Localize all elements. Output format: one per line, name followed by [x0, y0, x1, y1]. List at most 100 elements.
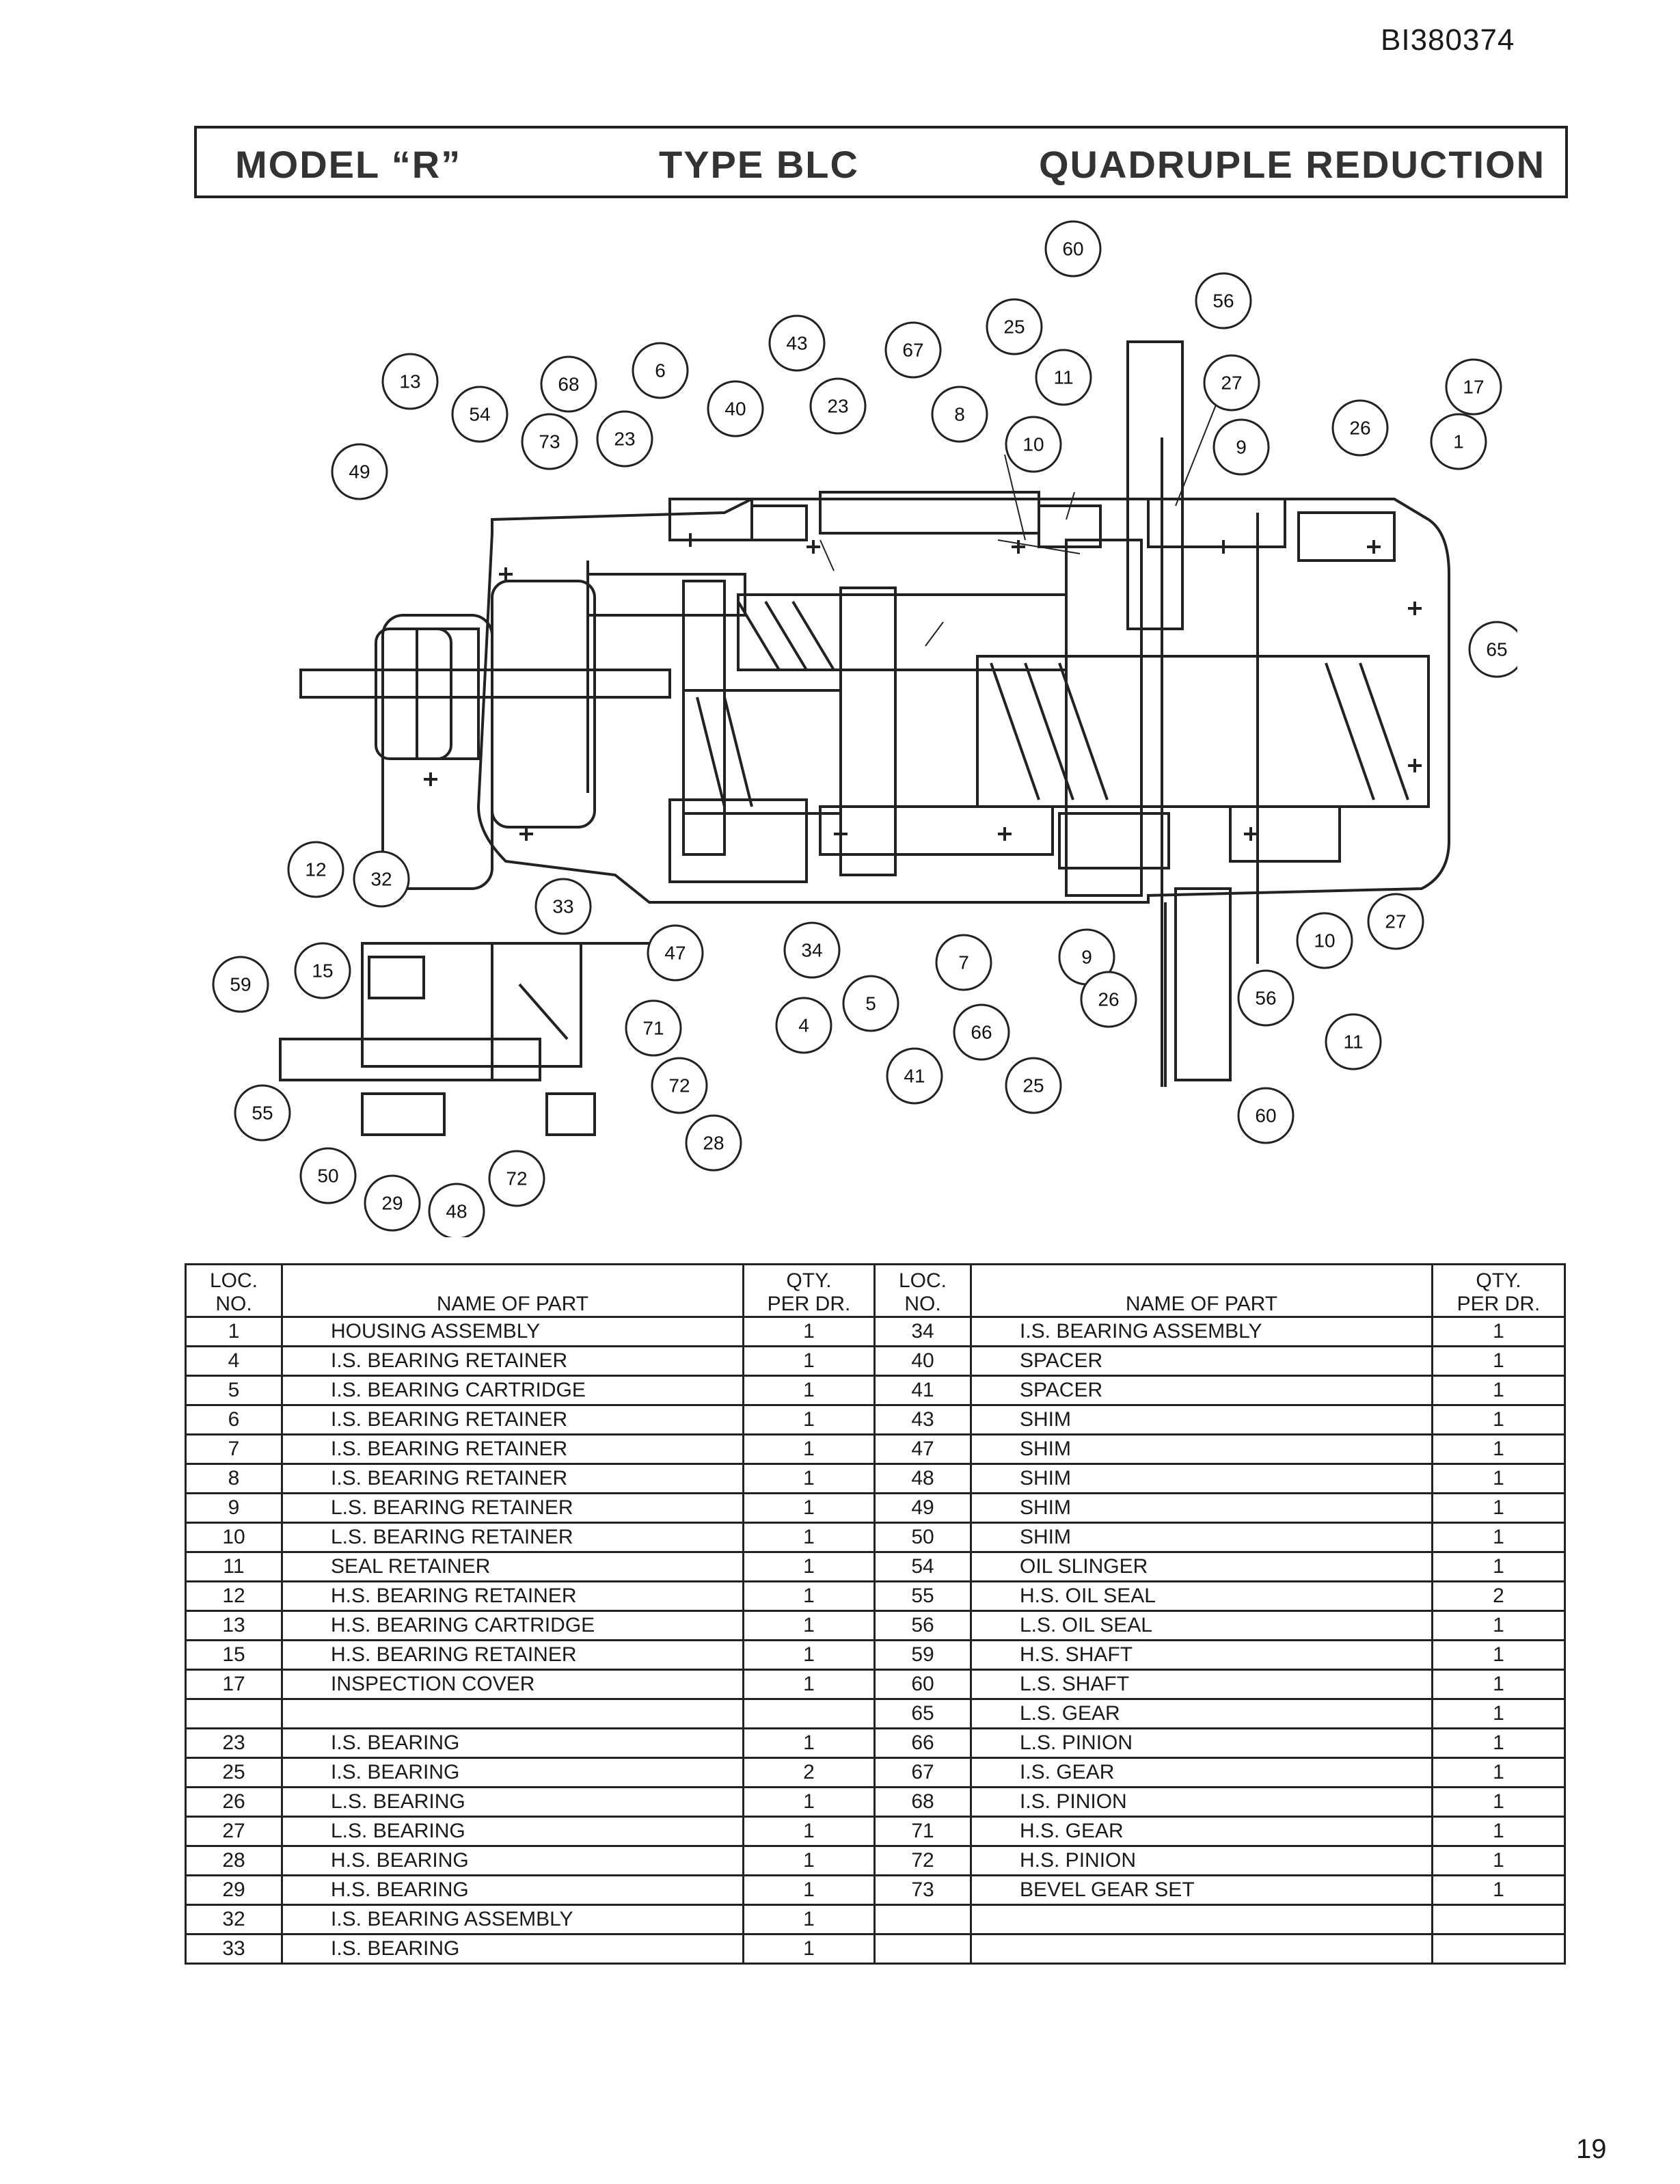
title-reduction: QUADRUPLE REDUCTION — [1039, 143, 1546, 186]
part-name-cell: H.S. OIL SEAL — [970, 1580, 1433, 1612]
loc-cell: 72 — [873, 1845, 972, 1876]
callout-circle — [935, 934, 992, 991]
callout-label: 56 — [1255, 988, 1276, 1009]
part-name-cell: I.S. GEAR — [970, 1757, 1433, 1788]
callout-59: 59 — [212, 956, 269, 1013]
callout-circle — [1005, 1057, 1062, 1114]
callout-12: 12 — [287, 841, 344, 898]
callout-label: 25 — [1022, 1075, 1044, 1096]
callout-circle — [1430, 413, 1487, 470]
callout-circle — [632, 342, 689, 399]
callout-label: 12 — [305, 859, 326, 880]
header-loc-left: LOC.NO. — [185, 1263, 283, 1318]
loc-cell: 55 — [873, 1580, 972, 1612]
callout-label: 15 — [312, 960, 333, 982]
qty-cell: 1 — [1431, 1316, 1566, 1347]
callout-circle — [1325, 1013, 1382, 1070]
part-name-cell: SPACER — [970, 1375, 1433, 1406]
callout-label: 4 — [798, 1015, 809, 1036]
loc-cell: 5 — [185, 1375, 283, 1406]
callout-label: 33 — [552, 896, 573, 917]
callout-label: 23 — [614, 429, 635, 450]
part-name-cell: I.S. BEARING — [281, 1933, 744, 1965]
callout-label: 17 — [1463, 377, 1484, 398]
header-name-right: NAME OF PART — [970, 1263, 1433, 1318]
qty-cell: 1 — [742, 1551, 876, 1582]
loc-cell: 33 — [185, 1933, 283, 1965]
callout-label: 59 — [230, 974, 251, 995]
qty-cell: 1 — [742, 1463, 876, 1494]
callout-label: 54 — [469, 404, 490, 425]
part-name-cell: I.S. BEARING RETAINER — [281, 1404, 744, 1435]
part-name-cell: SHIM — [970, 1463, 1433, 1494]
callout-47: 47 — [647, 924, 704, 982]
part-name-cell: H.S. BEARING — [281, 1874, 744, 1906]
callout-32: 32 — [353, 850, 410, 908]
callout-label: 1 — [1453, 431, 1464, 453]
qty-cell: 1 — [742, 1316, 876, 1347]
callout-label: 72 — [668, 1075, 690, 1096]
part-name-cell — [281, 1698, 744, 1729]
callout-label: 32 — [370, 869, 392, 890]
callout-4: 4 — [775, 997, 832, 1054]
callout-label: 56 — [1212, 291, 1234, 312]
callout-label: 25 — [1003, 316, 1025, 338]
callout-circle — [1005, 416, 1062, 473]
callout-label: 26 — [1098, 989, 1119, 1010]
callout-circle — [1237, 969, 1295, 1027]
callout-label: 43 — [786, 333, 807, 354]
page-number: 19 — [1576, 2134, 1607, 2164]
qty-cell: 2 — [1431, 1580, 1566, 1612]
callout-circle — [783, 921, 841, 979]
callout-7: 7 — [935, 934, 992, 991]
callout-circle — [775, 997, 832, 1054]
part-name-cell: SHIM — [970, 1522, 1433, 1553]
callout-label: 13 — [399, 371, 420, 392]
callout-10: 10 — [1296, 912, 1353, 969]
callout-circle — [768, 314, 826, 372]
callout-label: 11 — [1053, 367, 1073, 388]
callout-label: 9 — [1236, 437, 1247, 458]
callout-label: 9 — [1081, 947, 1092, 968]
leader-lines — [819, 403, 1217, 647]
callout-circle — [809, 377, 867, 435]
callout-label: 50 — [317, 1165, 338, 1187]
qty-cell — [742, 1698, 876, 1729]
callout-label: 65 — [1486, 639, 1507, 660]
callout-6: 6 — [632, 342, 689, 399]
callout-label: 26 — [1349, 418, 1370, 439]
loc-cell: 1 — [185, 1316, 283, 1347]
title-model: MODEL “R” — [235, 143, 462, 186]
part-name-cell: SHIM — [970, 1492, 1433, 1524]
part-name-cell: I.S. BEARING ASSEMBLY — [970, 1316, 1433, 1347]
callout-73: 73 — [521, 413, 578, 470]
qty-cell: 1 — [742, 1492, 876, 1524]
callout-circle — [953, 1003, 1010, 1061]
callout-circle — [647, 924, 704, 982]
qty-cell: 1 — [1431, 1522, 1566, 1553]
qty-cell: 1 — [1431, 1727, 1566, 1759]
header-qty-left: QTY.PER DR. — [742, 1263, 876, 1318]
callout-49: 49 — [331, 443, 388, 500]
callout-27: 27 — [1203, 354, 1260, 412]
callout-label: 72 — [506, 1168, 527, 1189]
loc-cell: 17 — [185, 1669, 283, 1700]
callout-41: 41 — [886, 1047, 943, 1105]
callout-72: 72 — [488, 1150, 545, 1207]
part-name-cell: I.S. BEARING CARTRIDGE — [281, 1375, 744, 1406]
loc-cell: 23 — [185, 1727, 283, 1759]
callout-68: 68 — [540, 355, 597, 413]
qty-cell: 1 — [742, 1375, 876, 1406]
loc-cell: 32 — [185, 1904, 283, 1935]
callout-circle — [1296, 912, 1353, 969]
callout-11: 11 — [1325, 1013, 1382, 1070]
callout-circle — [886, 1047, 943, 1105]
part-name-cell: INSPECTION COVER — [281, 1669, 744, 1700]
